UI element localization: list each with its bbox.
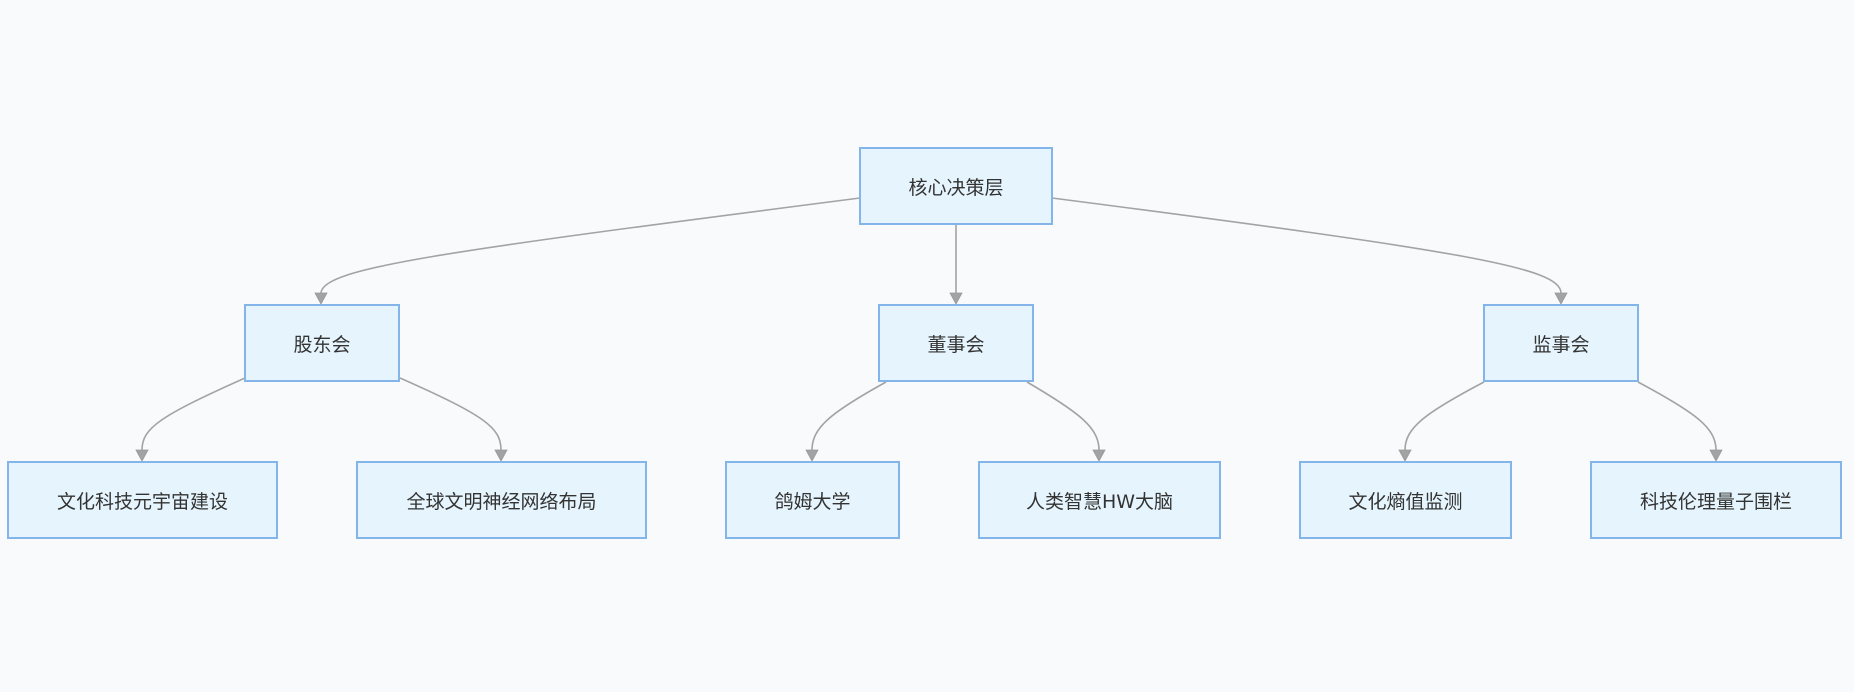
edge-shareholders-to-metaverse <box>141 377 246 451</box>
node-human-wisdom-brain: 人类智慧HW大脑 <box>978 461 1221 539</box>
node-metaverse-construction: 文化科技元宇宙建设 <box>7 461 278 539</box>
edge-board-to-wisdom-brain-arrowhead <box>1092 449 1106 462</box>
node-board-of-directors: 董事会 <box>878 304 1034 382</box>
edge-shareholders-to-neural-network-arrowhead <box>494 449 508 462</box>
node-board-of-supervisors: 监事会 <box>1483 304 1639 382</box>
edge-shareholders-to-metaverse-arrowhead <box>135 449 149 462</box>
node-gem-university: 鸽姆大学 <box>725 461 900 539</box>
node-root: 核心决策层 <box>859 147 1053 225</box>
edge-supervisors-to-quantum-fence-arrowhead <box>1709 449 1723 462</box>
node-entropy-monitoring: 文化熵值监测 <box>1299 461 1512 539</box>
node-global-neural-network: 全球文明神经网络布局 <box>356 461 647 539</box>
edge-root-to-shareholders-arrowhead <box>314 292 328 305</box>
edge-supervisors-to-entropy-arrowhead <box>1398 449 1412 462</box>
edge-root-to-supervisors-arrowhead <box>1554 292 1568 305</box>
edge-supervisors-to-entropy <box>1404 381 1485 451</box>
node-shareholders-meeting: 股东会 <box>244 304 400 382</box>
node-quantum-fence: 科技伦理量子围栏 <box>1590 461 1842 539</box>
edge-root-to-shareholders <box>320 197 861 294</box>
edge-root-to-board-arrowhead <box>949 292 963 305</box>
edge-board-to-wisdom-brain <box>1026 381 1100 451</box>
edge-board-to-gem-university <box>811 381 887 451</box>
edge-supervisors-to-quantum-fence <box>1637 381 1717 451</box>
edge-root-to-supervisors <box>1051 197 1562 294</box>
edge-shareholders-to-neural-network <box>399 377 502 451</box>
edge-board-to-gem-university-arrowhead <box>805 449 819 462</box>
